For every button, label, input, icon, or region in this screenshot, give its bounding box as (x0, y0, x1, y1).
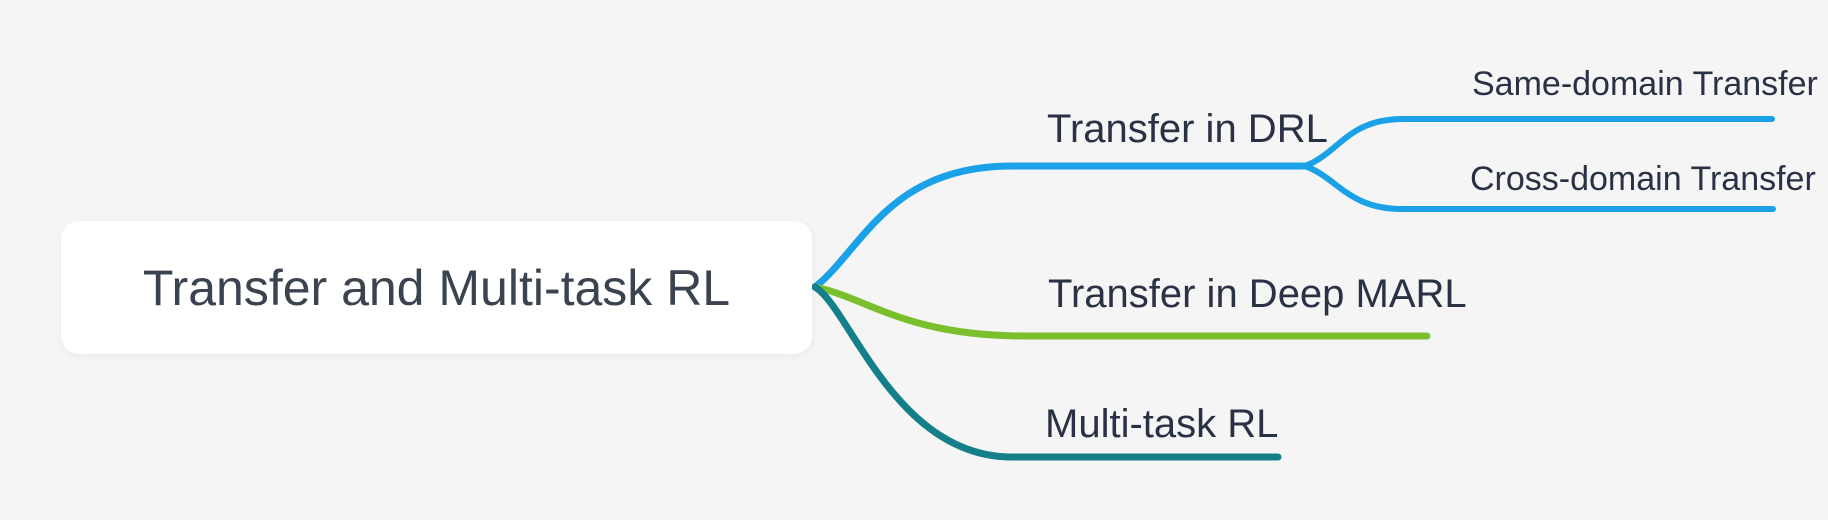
root-node[interactable]: Transfer and Multi-task RL (61, 221, 812, 354)
child-line-cross-domain-transfer (1302, 163, 1776, 212)
branch-node-transfer-in-deep-marl[interactable]: Transfer in Deep MARL (1048, 272, 1467, 316)
branch-line-transfer-in-drl (811, 162, 1309, 291)
child-line-same-domain-transfer (1302, 116, 1775, 169)
branch-node-transfer-in-drl[interactable]: Transfer in DRL (1047, 107, 1328, 151)
branch-node-multi-task-rl[interactable]: Multi-task RL (1045, 402, 1279, 446)
child-node-cross-domain-transfer[interactable]: Cross-domain Transfer (1470, 160, 1816, 198)
branch-line-transfer-in-deep-marl (811, 283, 1431, 340)
branch-line-multi-task-rl (811, 283, 1282, 461)
root-node-label: Transfer and Multi-task RL (142, 259, 731, 316)
child-node-same-domain-transfer[interactable]: Same-domain Transfer (1472, 65, 1818, 103)
